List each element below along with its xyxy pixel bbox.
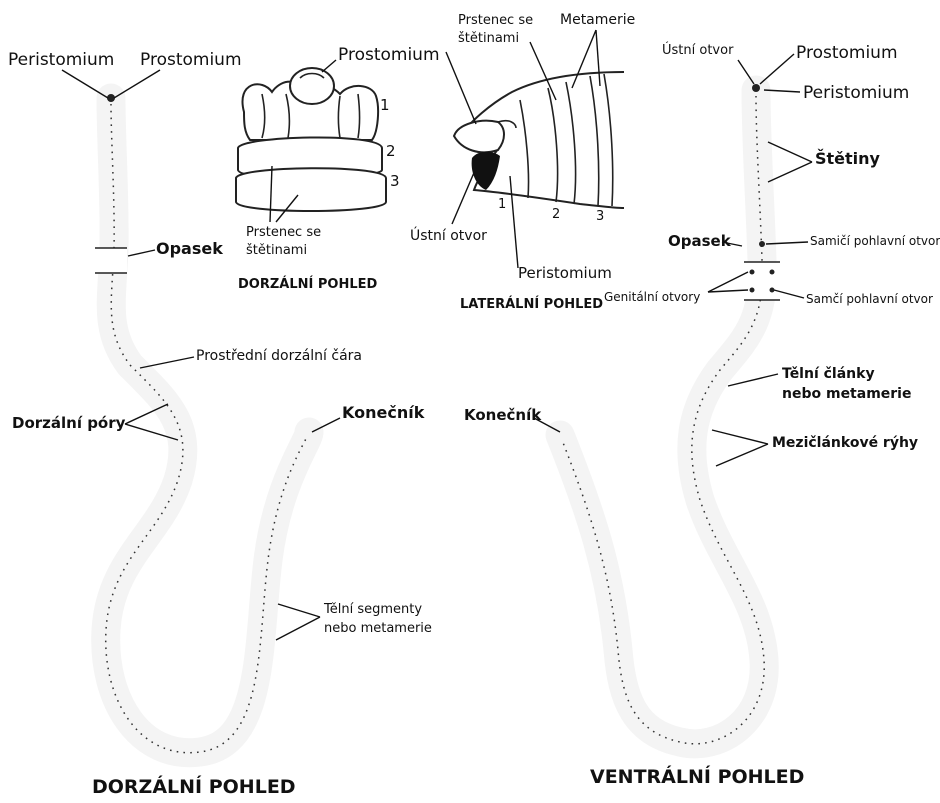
- ventral-prostomium-tip: [752, 84, 760, 92]
- lateral-num-3: 3: [596, 209, 604, 224]
- label-male-pore: Samčí pohlavní otvor: [806, 292, 933, 306]
- label-mouth-ventral: Ústní otvor: [662, 42, 734, 58]
- label-mid-dorsal-line: Prostřední dorzální čára: [196, 348, 362, 364]
- label-body-segments-2: nebo metamerie: [324, 621, 432, 636]
- label-grooves: Mezičlánkové rýhy: [772, 435, 918, 451]
- label-mouth-lateral: Ústní otvor: [410, 226, 487, 244]
- dorsal-head-detail: [236, 68, 386, 211]
- caption-ventral-worm: VENTRÁLNÍ POHLED: [590, 765, 804, 788]
- head-num-3: 3: [390, 172, 400, 190]
- label-peristomium-left: Peristomium: [8, 50, 114, 70]
- head-num-1: 1: [380, 96, 390, 114]
- label-dorsal-pores: Dorzální póry: [12, 414, 126, 432]
- label-setae-ring-lateral-1: Prstenec se: [458, 13, 533, 28]
- label-clitellum-left: Opasek: [156, 239, 223, 258]
- label-setae-ring-dorsal-1: Prstenec se: [246, 225, 321, 240]
- caption-dorsal-worm: DORZÁLNÍ POHLED: [92, 775, 296, 798]
- label-body-segments-ventral-1: Tělní články: [782, 366, 875, 382]
- lateral-num-2: 2: [552, 207, 560, 222]
- label-body-segments-ventral-2: nebo metamerie: [782, 386, 911, 402]
- caption-dorsal-head: DORZÁLNÍ POHLED: [238, 276, 377, 292]
- lateral-head-detail: [454, 72, 624, 208]
- label-setae-ring-dorsal-2: štětinami: [246, 243, 307, 258]
- label-anus-left: Konečník: [342, 403, 425, 422]
- label-anus-ventral: Konečník: [464, 406, 542, 424]
- label-setae-ring-lateral-2: štětinami: [458, 31, 519, 46]
- label-prostomium-dorsal-head: Prostomium: [338, 45, 440, 65]
- female-pore: [759, 241, 765, 247]
- label-prostomium-ventral: Prostomium: [796, 43, 898, 63]
- label-peristomium-ventral: Peristomium: [803, 83, 909, 103]
- lateral-num-1: 1: [498, 197, 506, 212]
- head-num-2: 2: [386, 142, 396, 160]
- dorsal-clitellum: [95, 248, 127, 273]
- label-prostomium-left: Prostomium: [140, 50, 242, 70]
- label-peristomium-lateral: Peristomium: [518, 264, 612, 282]
- label-body-segments-1: Tělní segmenty: [323, 602, 422, 617]
- label-metameres-lateral: Metamerie: [560, 12, 635, 28]
- label-setae: Štětiny: [815, 149, 881, 168]
- label-clitellum-ventral: Opasek: [668, 232, 732, 250]
- ventral-clitellum: [744, 262, 780, 300]
- dorsal-prostomium-tip: [107, 94, 115, 102]
- label-female-pore: Samičí pohlavní otvor: [810, 234, 940, 248]
- label-genital-openings: Genitální otvory: [604, 290, 700, 304]
- caption-lateral-head: LATERÁLNÍ POHLED: [460, 296, 603, 312]
